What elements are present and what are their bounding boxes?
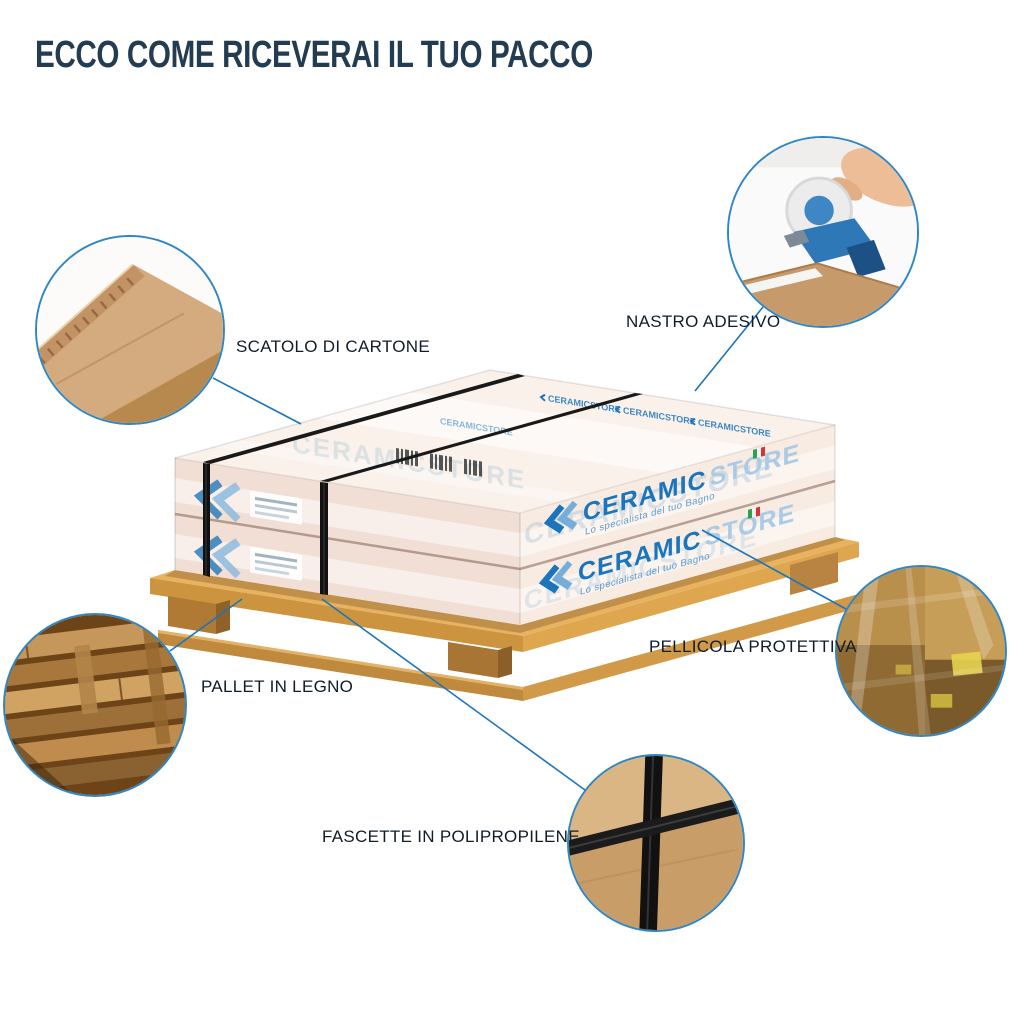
cardboard-photo-circle [35, 235, 225, 425]
shrink-wrap-photo-circle [835, 565, 1007, 737]
tape-dispenser-icon [729, 138, 917, 326]
italian-flag-icon [748, 506, 760, 519]
cardboard-corner-icon [37, 237, 223, 423]
italian-flag-icon [753, 446, 765, 459]
protective-film-icon [837, 567, 1005, 735]
strap-bands-icon [569, 756, 743, 930]
label-cardboard-box: SCATOLO DI CARTONE [236, 337, 431, 356]
pallet-photo-circle [3, 613, 187, 797]
label-polypropylene-straps: FASCETTE IN POLIPROPILENE [322, 827, 580, 846]
label-wooden-pallet: PALLET IN LEGNO [201, 677, 354, 696]
strapping-bands [203, 374, 643, 595]
straps-photo-circle [567, 754, 745, 932]
label-adhesive-tape: NASTRO ADESIVO [626, 312, 781, 331]
callout-connector-lines [169, 306, 847, 791]
chevron-arrows-upper [193, 479, 302, 525]
label-protective-film: PELLICOLA PROTETTIVA [649, 637, 857, 656]
barcode-marks [396, 448, 482, 477]
wooden-pallet-icon [5, 615, 185, 795]
page-title: ECCO COME RICEVERAI IL TUO PACCO [35, 34, 593, 76]
chevron-arrows-lower [193, 535, 302, 581]
wrapped-package-box [174, 369, 836, 625]
tape-gun-photo-circle [727, 136, 919, 328]
